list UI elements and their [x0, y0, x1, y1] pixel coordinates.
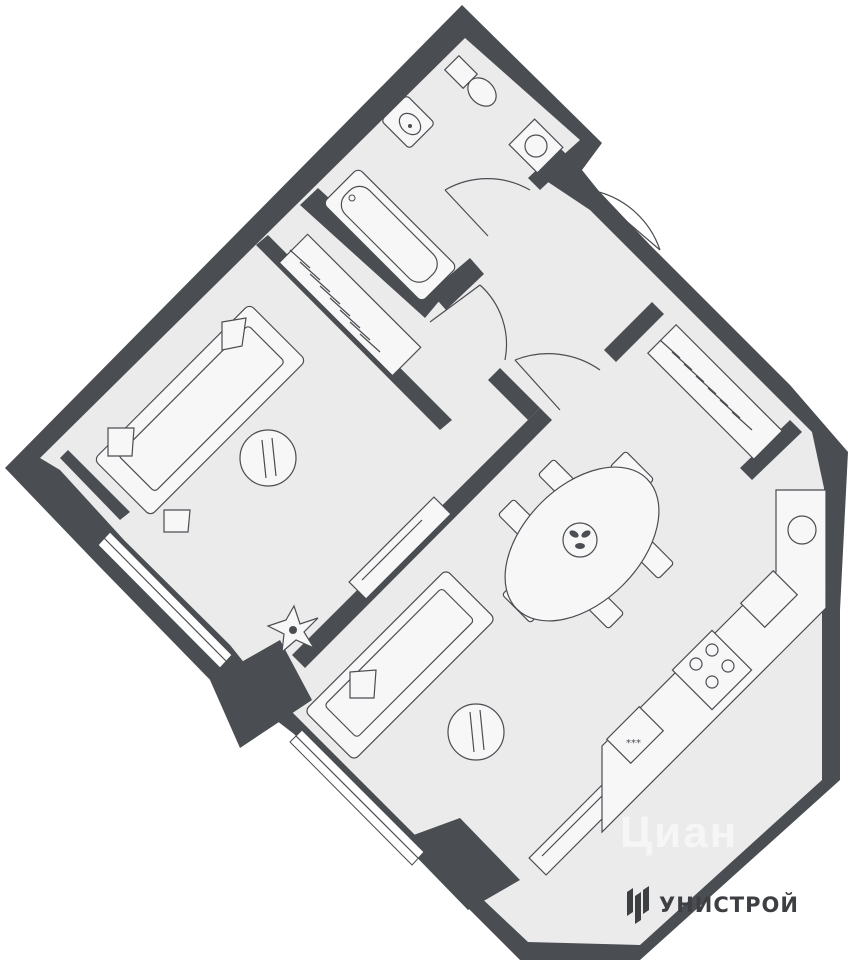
svg-text:***: ***: [626, 738, 641, 749]
cooktop-icon: [671, 629, 753, 711]
unistroy-logo-icon: [627, 886, 649, 924]
coffee-table-living: [447, 703, 505, 761]
bathroom: [324, 54, 564, 301]
sofa-bedroom: [95, 305, 305, 533]
toilet-icon: [443, 54, 497, 107]
tv-stand-bedroom: [348, 496, 452, 600]
wardrobe-living: [646, 323, 784, 461]
washing-machine-icon: [508, 118, 564, 174]
bathtub-icon: [324, 169, 456, 301]
sink-icon: [382, 96, 434, 148]
wardrobe-bedroom: [278, 233, 422, 377]
washing-machine-icon: [787, 515, 817, 545]
door-swings: [429, 178, 661, 411]
dishwasher: ***: [605, 705, 665, 765]
brand-logo: УНИСТРОЙ: [627, 886, 799, 924]
kitchen-counter: ***: [601, 489, 827, 834]
flower-vase-icon: [562, 522, 598, 558]
watermark-text: Циан: [620, 808, 739, 857]
coffee-table-bedroom: [239, 429, 297, 487]
windows: [97, 531, 425, 866]
bedroom: [95, 305, 452, 654]
sofa-living: [306, 571, 494, 759]
living-kitchen: ***: [306, 451, 827, 876]
plant-icon: [266, 604, 319, 654]
brand-name: УНИСТРОЙ: [659, 893, 799, 917]
